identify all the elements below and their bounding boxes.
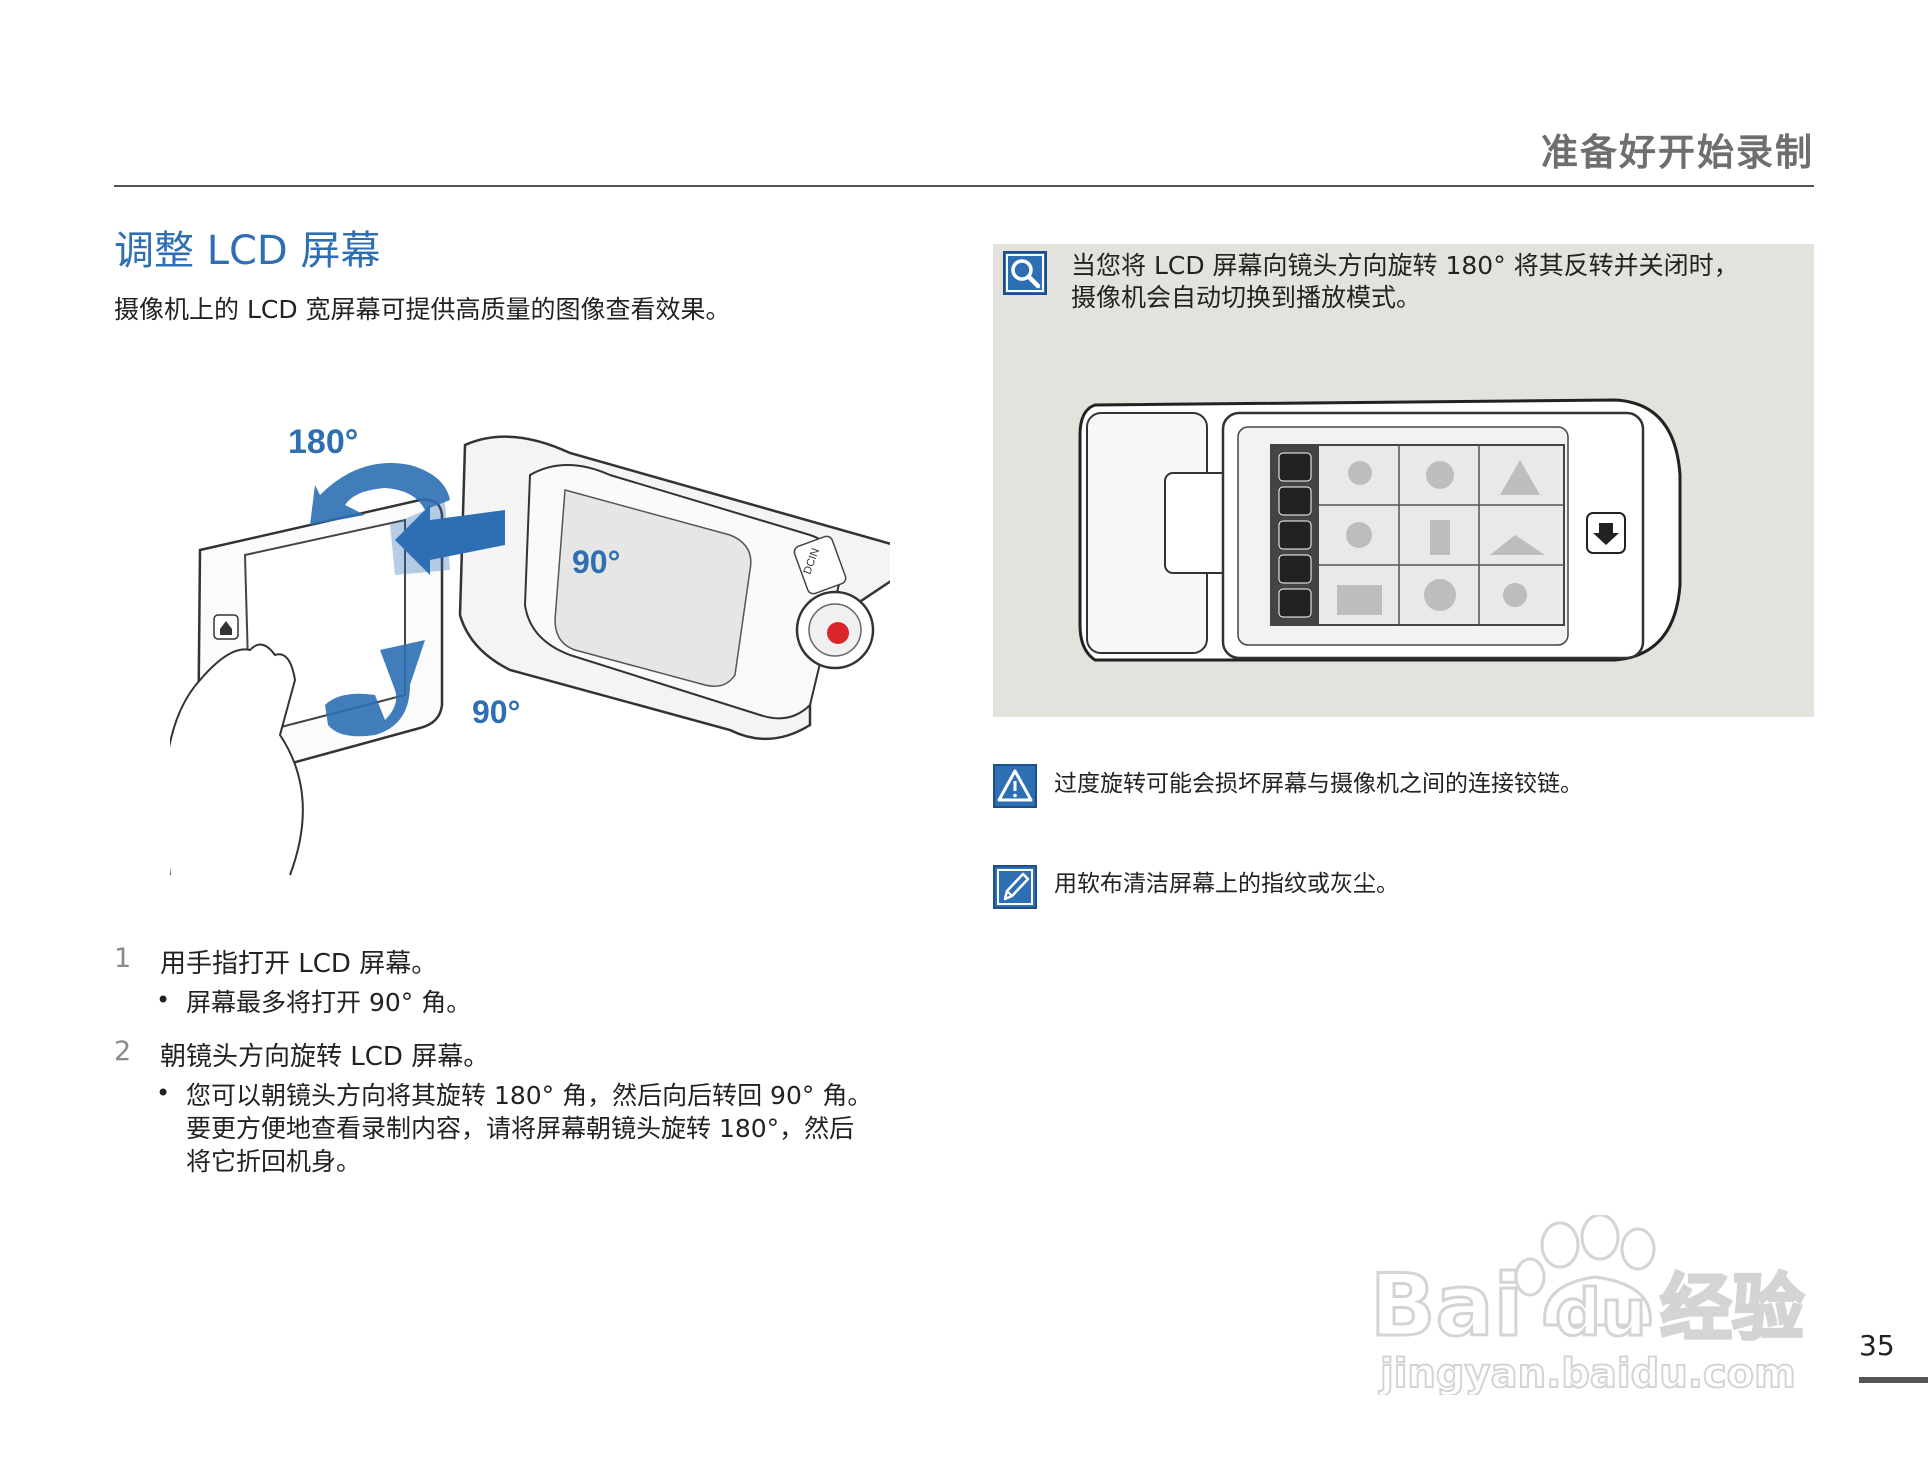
menu-trash-icon [1278,554,1312,584]
page-number: 35 [1859,1329,1895,1362]
camcorder-rotation-illustration: DCIN 180° 90° 90° [170,423,890,876]
camera-side-screen-area [554,489,752,687]
menu-film-icon [1278,520,1312,550]
label-90-degrees-back: 90° [472,694,520,730]
watermark-jingyan-text: 经验 [1660,1266,1804,1350]
watermark-du-text: du [1555,1277,1646,1351]
step-bullet: 屏幕最多将打开 90° 角。 [186,988,472,1017]
rotate-90-forward-arrow-icon [395,505,505,575]
note-pencil-icon [993,865,1037,909]
label-90-degrees-forward: 90° [572,544,620,580]
home-icon [220,621,232,635]
bullet-icon: • [156,1079,171,1107]
step-text: 用手指打开 LCD 屏幕。 [160,949,438,979]
page-number-bar [1859,1377,1928,1383]
watermark-bai-text: Bai [1370,1256,1523,1356]
step-bullet-line: 您可以朝镜头方向将其旋转 180° 角，然后向后转回 90° 角。 [186,1081,873,1110]
label-180-degrees: 180° [288,423,358,461]
paw-print-icon [1514,1215,1656,1327]
watermark-url-text: jingyan.baidu.com [1378,1351,1796,1395]
baidu-jingyan-watermark: Bai du 经验 jingyan.baidu.com [1370,1215,1806,1395]
menu-camera-icon [1278,588,1312,618]
intro-text: 摄像机上的 LCD 宽屏幕可提供高质量的图像查看效果。 [114,295,731,324]
rotate-90-back-arrow-icon [325,640,425,737]
info-text-line-1: 当您将 LCD 屏幕向镜头方向旋转 180° 将其反转并关闭时， [1071,251,1739,280]
step-2: 2 朝镜头方向旋转 LCD 屏幕。 • 您可以朝镜头方向将其旋转 180° 角，… [114,1036,872,1178]
playback-mode-illustration [1078,398,1682,662]
record-button [827,622,849,644]
thumbnail-silhouettes [1337,460,1545,615]
bullet-icon: • [156,986,171,1014]
page-header-title: 准备好开始录制 [1541,131,1814,174]
arrow-down-icon [1593,523,1619,545]
warning-text: 过度旋转可能会损坏屏幕与摄像机之间的连接铰链。 [1054,771,1583,797]
info-text-line-2: 摄像机会自动切换到播放模式。 [1071,283,1422,312]
menu-play-icon [1278,452,1312,482]
note-text: 用软布清洁屏幕上的指纹或灰尘。 [1054,871,1399,897]
step-bullet-line: 要更方便地查看录制内容，请将屏幕朝镜头旋转 180°，然后 [186,1114,855,1143]
step-bullet-line: 将它折回机身。 [186,1147,362,1176]
section-title: 调整 LCD 屏幕 [114,228,381,274]
dc-in-cover [793,535,847,595]
step-number: 2 [114,1036,132,1067]
step-number: 1 [114,943,132,974]
rotate-180-arrow-icon [310,463,450,525]
magnifier-icon [1003,251,1047,295]
menu-photo-icon [1278,486,1312,516]
step-text: 朝镜头方向旋转 LCD 屏幕。 [160,1042,490,1072]
info-text: 当您将 LCD 屏幕向镜头方向旋转 180° 将其反转并关闭时， 摄像机会自动切… [1071,250,1791,314]
header-divider [114,185,1814,187]
warning-triangle-icon [993,764,1037,808]
hand-drawing [170,643,304,876]
step-1: 1 用手指打开 LCD 屏幕。 • 屏幕最多将打开 90° 角。 [114,943,471,1019]
